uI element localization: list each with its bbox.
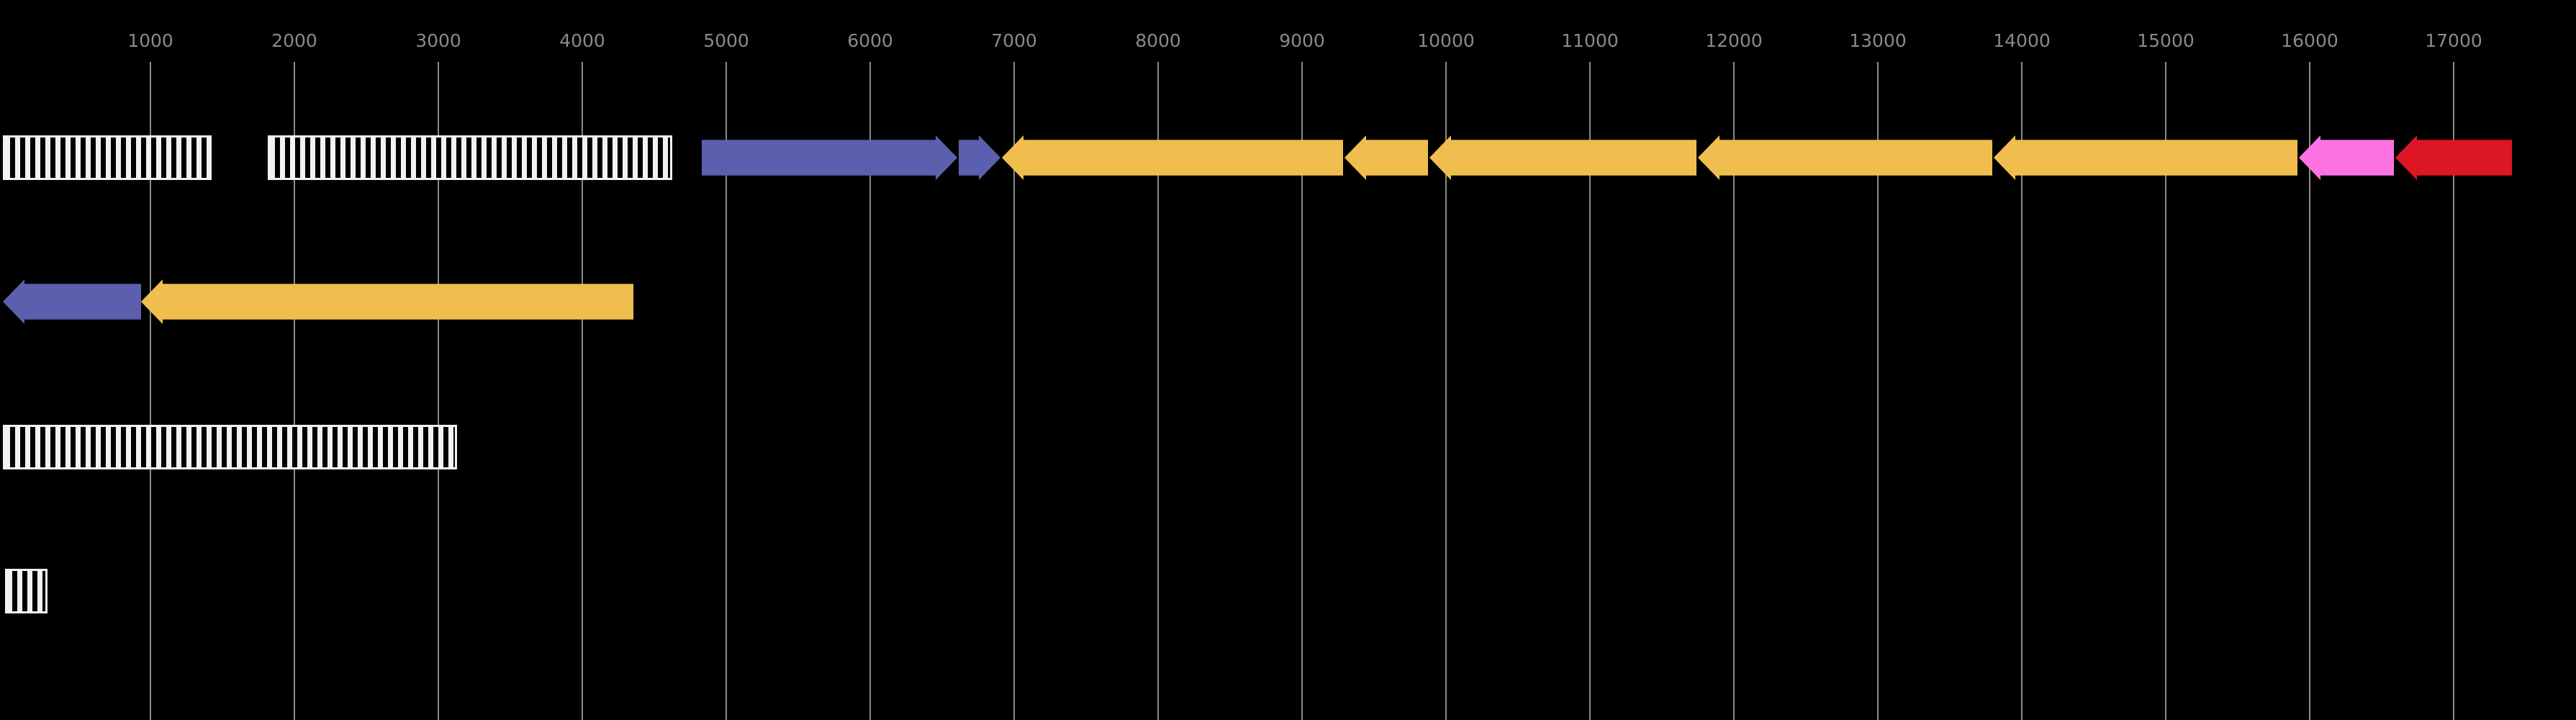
feature-arrow-right[interactable]	[959, 135, 1000, 180]
feature-arrow-left[interactable]	[1994, 135, 2297, 180]
axis-tick-label: 10000	[1417, 30, 1475, 51]
gridline-1000	[150, 62, 151, 720]
gridline-2000	[294, 62, 295, 720]
axis-tick-label: 5000	[703, 30, 749, 51]
axis-tick-label: 7000	[991, 30, 1037, 51]
feature-arrow-left[interactable]	[1345, 135, 1428, 180]
gridline-15000	[2165, 62, 2166, 720]
feature-arrow-left[interactable]	[2299, 135, 2394, 180]
axis-tick-label: 17000	[2425, 30, 2482, 51]
track-4	[0, 569, 2576, 613]
gridline-7000	[1013, 62, 1015, 720]
axis-tick-label: 2000	[271, 30, 317, 51]
feature-arrow-left[interactable]	[3, 279, 141, 324]
axis-tick-label: 13000	[1849, 30, 1907, 51]
track-2	[0, 279, 2576, 324]
axis-tick-label: 9000	[1279, 30, 1325, 51]
gridline-13000	[1877, 62, 1879, 720]
gridline-3000	[438, 62, 439, 720]
gridline-10000	[1445, 62, 1447, 720]
feature-box[interactable]	[3, 135, 212, 180]
axis-tick-label: 6000	[847, 30, 893, 51]
feature-arrow-left[interactable]	[141, 279, 633, 324]
feature-box[interactable]	[3, 425, 457, 469]
gridline-11000	[1589, 62, 1591, 720]
axis-tick-label: 11000	[1561, 30, 1619, 51]
gridline-6000	[869, 62, 871, 720]
gridline-4000	[582, 62, 583, 720]
axis-tick-label: 4000	[559, 30, 605, 51]
gridline-9000	[1301, 62, 1303, 720]
gridline-16000	[2309, 62, 2310, 720]
axis-tick-label: 14000	[1993, 30, 2051, 51]
feature-arrow-right[interactable]	[702, 135, 957, 180]
gridline-8000	[1157, 62, 1159, 720]
gridline-5000	[726, 62, 727, 720]
feature-arrow-left[interactable]	[1429, 135, 1696, 180]
feature-arrow-left[interactable]	[2395, 135, 2512, 180]
gridline-14000	[2021, 62, 2023, 720]
axis-tick-label: 8000	[1135, 30, 1181, 51]
feature-arrow-left[interactable]	[1698, 135, 1992, 180]
track-1	[0, 135, 2576, 180]
axis-tick-label: 3000	[415, 30, 461, 51]
axis-tick-label: 12000	[1705, 30, 1763, 51]
track-3	[0, 425, 2576, 469]
axis-tick-label: 15000	[2137, 30, 2195, 51]
gridline-17000	[2453, 62, 2454, 720]
feature-box[interactable]	[268, 135, 672, 180]
feature-arrow-left[interactable]	[1002, 135, 1343, 180]
gridline-12000	[1733, 62, 1735, 720]
axis-tick-label: 16000	[2281, 30, 2338, 51]
feature-box[interactable]	[5, 569, 48, 613]
axis-tick-label: 1000	[127, 30, 173, 51]
